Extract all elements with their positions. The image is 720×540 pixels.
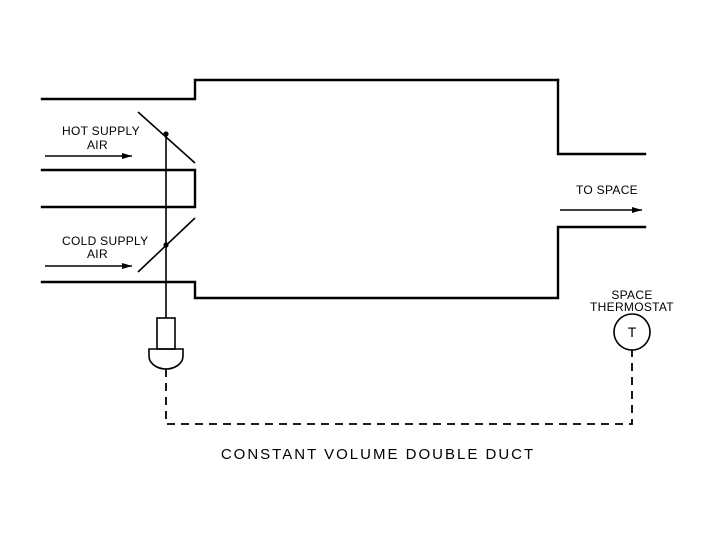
damper-linkage-rod <box>163 131 169 318</box>
thermostat-label-space: SPACE <box>611 288 652 302</box>
mixing-box <box>40 78 647 300</box>
cold-supply-label-air: AIR <box>87 247 108 261</box>
diagram-caption: CONSTANT VOLUME DOUBLE DUCT <box>221 446 535 463</box>
to-space-label: TO SPACE <box>576 183 638 197</box>
control-signal-line <box>165 350 633 425</box>
thermostat-symbol: T <box>628 324 637 340</box>
hot-supply-label-air: AIR <box>87 138 108 152</box>
hot-supply-label: HOT SUPPLY <box>62 124 140 138</box>
hot-supply-duct <box>40 78 560 209</box>
thermostat-label: THERMOSTAT <box>590 300 674 314</box>
space-thermostat: T <box>613 313 651 351</box>
cold-supply-label: COLD SUPPLY <box>62 234 148 248</box>
damper-actuator <box>148 317 184 370</box>
